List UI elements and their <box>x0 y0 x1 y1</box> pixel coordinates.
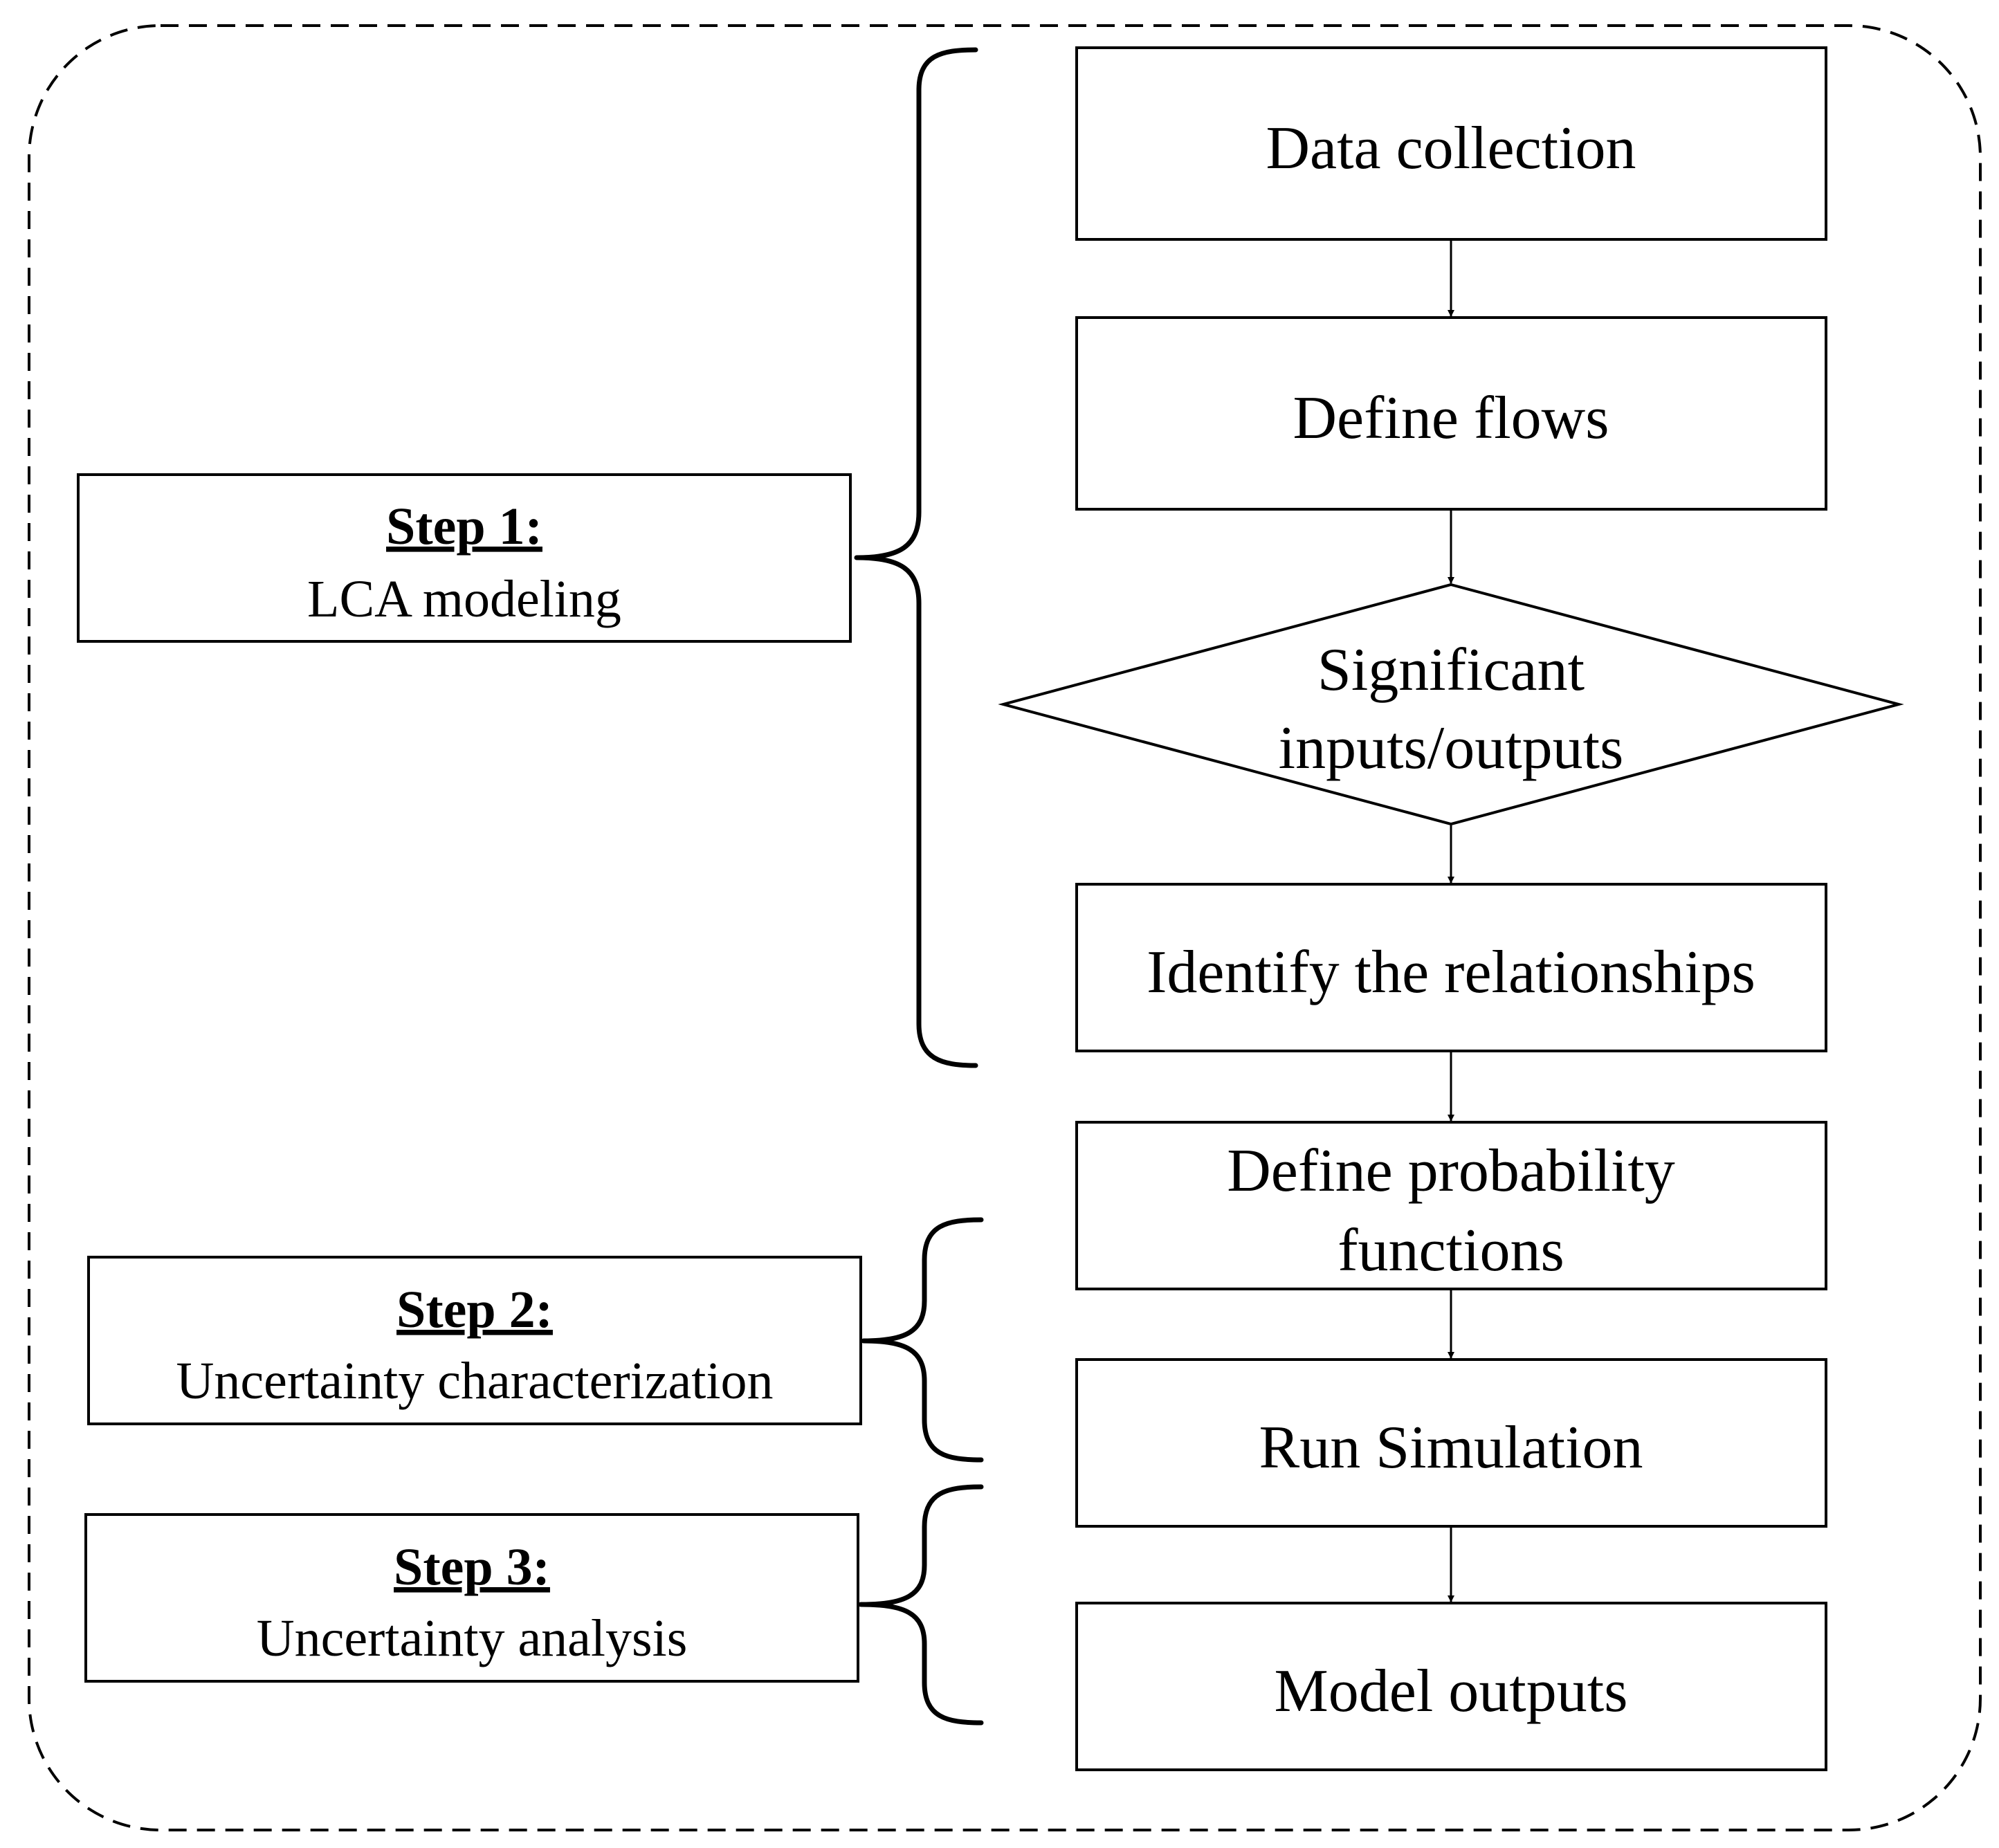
node-define-flows-label: Define flows <box>1293 385 1609 452</box>
step-3-title: Step 3: <box>394 1538 550 1596</box>
node-significant-label-2: inputs/outputs <box>1279 715 1624 782</box>
outer-dashed-frame <box>28 24 1982 1831</box>
node-model-outputs: Model outputs <box>1075 1602 1827 1771</box>
node-data-collection: Data collection <box>1075 46 1827 241</box>
step-2-brace <box>861 1217 984 1463</box>
step-2-label: Step 2: Uncertainty characterization <box>87 1256 862 1425</box>
node-define-probability: Define probability functions <box>1075 1121 1827 1290</box>
node-data-collection-label: Data collection <box>1266 115 1636 182</box>
node-significant-label-1: Significant <box>1317 637 1585 704</box>
step-2-subtitle: Uncertainty characterization <box>176 1352 774 1410</box>
node-significant-decision: Significant inputs/outputs <box>998 583 1904 826</box>
node-define-flows: Define flows <box>1075 316 1827 511</box>
node-model-outputs-label: Model outputs <box>1275 1658 1628 1725</box>
step-3-label: Step 3: Uncertainty analysis <box>84 1513 859 1683</box>
node-define-probability-label-2: functions <box>1338 1217 1564 1284</box>
step-2-title: Step 2: <box>396 1281 553 1339</box>
node-run-simulation: Run Simulation <box>1075 1358 1827 1528</box>
step-3-subtitle: Uncertainty analysis <box>257 1609 688 1667</box>
node-define-probability-label-1: Define probability <box>1227 1137 1675 1205</box>
node-identify-relationships: Identify the relationships <box>1075 883 1827 1052</box>
node-identify-relationships-label: Identify the relationships <box>1147 939 1755 1006</box>
step-1-subtitle: LCA modeling <box>307 570 621 628</box>
step-1-title: Step 1: <box>386 497 542 556</box>
step-3-brace <box>858 1484 984 1726</box>
step-1-brace <box>854 47 978 1068</box>
node-run-simulation-label: Run Simulation <box>1259 1414 1643 1481</box>
step-1-label: Step 1: LCA modeling <box>77 473 852 643</box>
